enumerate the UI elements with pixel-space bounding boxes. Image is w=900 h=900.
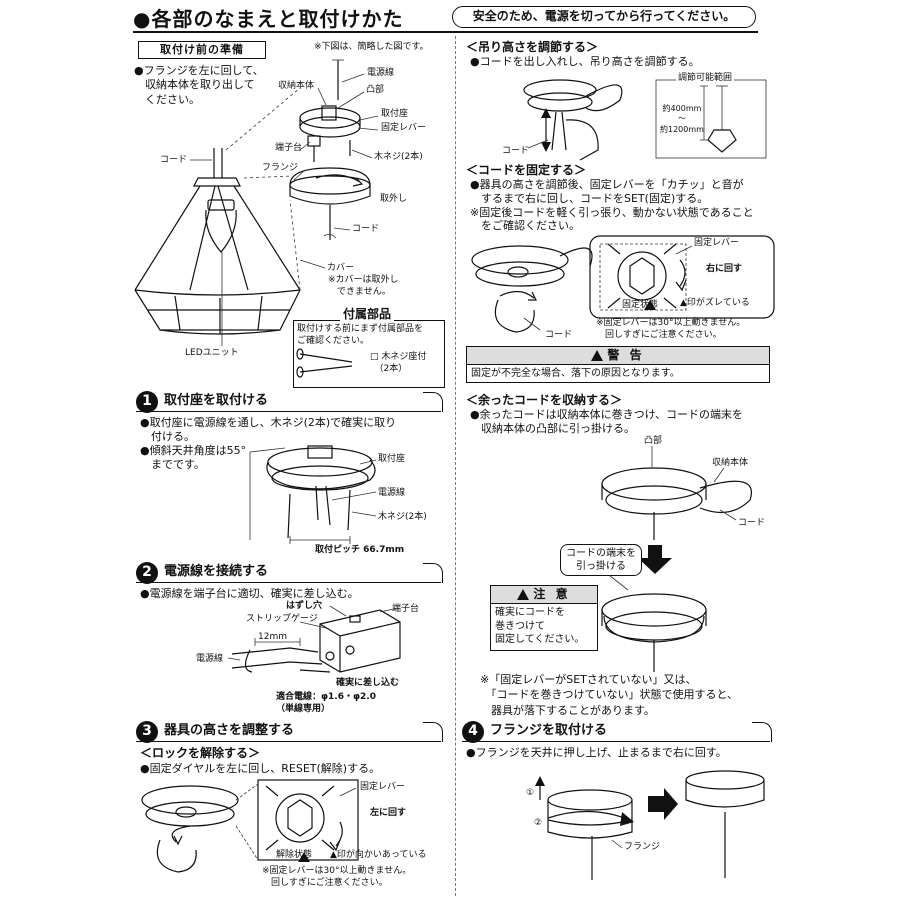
caution-title: 注 意 bbox=[533, 586, 571, 601]
simplified-note: ※下図は、簡略した図です。 bbox=[314, 42, 429, 52]
step2-label-spec: 適合電線：φ1.6・φ2.0 （単線専用） bbox=[276, 692, 376, 714]
store-sub: ＜余ったコードを収納する＞ bbox=[466, 393, 623, 407]
range-title: 調節可能範囲 bbox=[676, 73, 735, 85]
fix-label-lever: 固定レバー bbox=[694, 238, 740, 248]
step2-title: 電源線を接続する bbox=[164, 564, 269, 580]
label-fix-lever: 固定レバー bbox=[381, 123, 427, 133]
step3-header: 3 器具の高さを調整する bbox=[136, 720, 443, 743]
step2-header: 2 電源線を接続する bbox=[136, 561, 443, 584]
safety-note: 安全のため、電源を切ってから行ってください。 bbox=[452, 6, 756, 28]
store-label-totsubu: 凸部 bbox=[644, 436, 663, 446]
fix-text: ●器具の高さを調節後、固定レバーを「カチッ」と音が するまで右に回し、コードをS… bbox=[470, 178, 754, 233]
accessories-item: □ 木ネジ座付 （2本） bbox=[370, 352, 427, 374]
range-value: 約400mm 〜 約1200mm bbox=[660, 104, 704, 134]
step3-sub: ＜ロックを解除する＞ bbox=[140, 746, 261, 760]
hook-callout: コードの端末を 引っ掛ける bbox=[560, 544, 642, 576]
step3-title: 器具の高さを調整する bbox=[164, 723, 295, 739]
step2-label-terminal: 端子台 bbox=[392, 604, 420, 614]
step1-header: 1 取付座を取付ける bbox=[136, 390, 443, 413]
height-text: ●コードを出し入れし、吊り高さを調節する。 bbox=[470, 55, 700, 68]
fix-note: ※固定レバーは30°以上動きません。 回しすぎにご注意ください。 bbox=[596, 318, 746, 340]
step2-label-insert: 確実に差し込む bbox=[336, 678, 400, 688]
accessories-title: 付属部品 bbox=[340, 307, 395, 323]
step1-label-wire: 電源線 bbox=[378, 488, 406, 498]
store-label-cord: コード bbox=[738, 518, 766, 528]
title-rule bbox=[133, 31, 758, 33]
label-flange: フランジ bbox=[262, 163, 299, 173]
fix-label-cord: コード bbox=[545, 330, 573, 340]
step4-text: ●フランジを天井に押し上げ、止まるまで右に回す。 bbox=[466, 746, 727, 759]
column-divider bbox=[455, 36, 456, 896]
step4-header: 4 フランジを取付ける bbox=[462, 720, 772, 743]
warning-text: 固定が不完全な場合、落下の原因となります。 bbox=[466, 364, 770, 383]
step2-label-12mm: 12mm bbox=[258, 632, 287, 642]
step1-text2: ●傾斜天井角度は55° までです。 bbox=[140, 444, 247, 472]
label-remove: 取外し bbox=[380, 194, 408, 204]
fix-sub: ＜コードを固定する＞ bbox=[466, 163, 587, 177]
accessories-text: 取付けする前にまず付属部品を ご確認ください。 bbox=[297, 324, 424, 346]
label-cover-note: ※カバーは取外し できません。 bbox=[328, 275, 399, 297]
label-storage-body: 収納本体 bbox=[278, 81, 315, 91]
height-sub: ＜吊り高さを調節する＞ bbox=[466, 40, 599, 54]
step3-label-lever: 固定レバー bbox=[360, 782, 406, 792]
step2-label-strip: ストリップゲージ bbox=[246, 614, 318, 624]
label-denden: 電源線 bbox=[367, 68, 395, 78]
step4-title: フランジを取付ける bbox=[490, 723, 608, 739]
page-title: ●各部のなまえと取付けかた bbox=[133, 7, 404, 31]
step4-label-flange: フランジ bbox=[624, 842, 661, 852]
step1-text1: ●取付座に電源線を通し、木ネジ(2本)で確実に取り 付ける。 bbox=[140, 416, 397, 444]
label-terminal: 端子台 bbox=[275, 143, 303, 153]
fix-label-mark: ▲印がズレている bbox=[680, 298, 750, 308]
caution-bar: 注 意 bbox=[491, 586, 597, 604]
store-footnote: ※「固定レバーがSETされていない」又は、 「コードを巻きつけていない」状態で使… bbox=[480, 673, 739, 717]
label-mount-base: 取付座 bbox=[381, 109, 409, 119]
step4-label-1: ① bbox=[526, 788, 535, 798]
label-cover: カバー bbox=[327, 263, 355, 273]
label-cord-top: コード bbox=[160, 155, 188, 165]
label-totsubu: 凸部 bbox=[366, 85, 385, 95]
fix-label-state: 固定状態 bbox=[622, 300, 659, 310]
step1-number: 1 bbox=[136, 390, 158, 413]
caution-text: 確実にコードを 巻きつけて 固定してください。 bbox=[495, 607, 585, 645]
label-led-unit: LEDユニット bbox=[185, 348, 239, 358]
step2-label-release: はずし穴 bbox=[286, 601, 323, 611]
step1-label-base: 取付座 bbox=[378, 454, 406, 464]
store-label-body: 収納本体 bbox=[712, 458, 749, 468]
step4-label-2: ② bbox=[534, 818, 543, 828]
warning-bar: 警 告 bbox=[466, 346, 770, 365]
height-label-cord: コード bbox=[502, 146, 530, 156]
step3-label-turn: 左に回す bbox=[370, 808, 407, 818]
step2-label-wire: 電源線 bbox=[196, 654, 224, 664]
prep-box: 取付け前の準備 bbox=[138, 41, 266, 59]
label-wood-screw: 木ネジ(2本) bbox=[374, 152, 423, 162]
warning-icon bbox=[591, 350, 604, 361]
step1-label-screw: 木ネジ(2本) bbox=[378, 512, 427, 522]
step3-number: 3 bbox=[136, 720, 158, 743]
warning-title: 警 告 bbox=[607, 347, 645, 362]
step1-title: 取付座を取付ける bbox=[164, 393, 269, 409]
step1-pitch: 取付ピッチ 66.7mm bbox=[315, 545, 405, 555]
caution-box: 注 意 確実にコードを 巻きつけて 固定してください。 bbox=[490, 585, 598, 651]
label-cord-mid: コード bbox=[352, 224, 380, 234]
step3-label-mark: ▲印が向かいあっている bbox=[330, 850, 427, 860]
store-text: ●余ったコードは収納本体に巻きつけ、コードの端末を 収納本体の凸部に引っ掛ける。 bbox=[470, 408, 744, 436]
fix-label-turn: 右に回す bbox=[706, 264, 743, 274]
step2-text: ●電源線を端子台に適切、確実に差し込む。 bbox=[140, 587, 359, 600]
step2-number: 2 bbox=[136, 561, 158, 584]
step4-number: 4 bbox=[462, 720, 484, 743]
prep-instruction: ●フランジを左に回して、 収納本体を取り出して ください。 bbox=[134, 64, 264, 106]
step3-text: ●固定ダイヤルを左に回し、RESET(解除)する。 bbox=[140, 762, 381, 775]
step3-label-state: 解除状態 bbox=[276, 850, 313, 860]
step3-note: ※固定レバーは30°以上動きません。 回しすぎにご注意ください。 bbox=[262, 866, 412, 888]
caution-icon bbox=[517, 589, 530, 600]
